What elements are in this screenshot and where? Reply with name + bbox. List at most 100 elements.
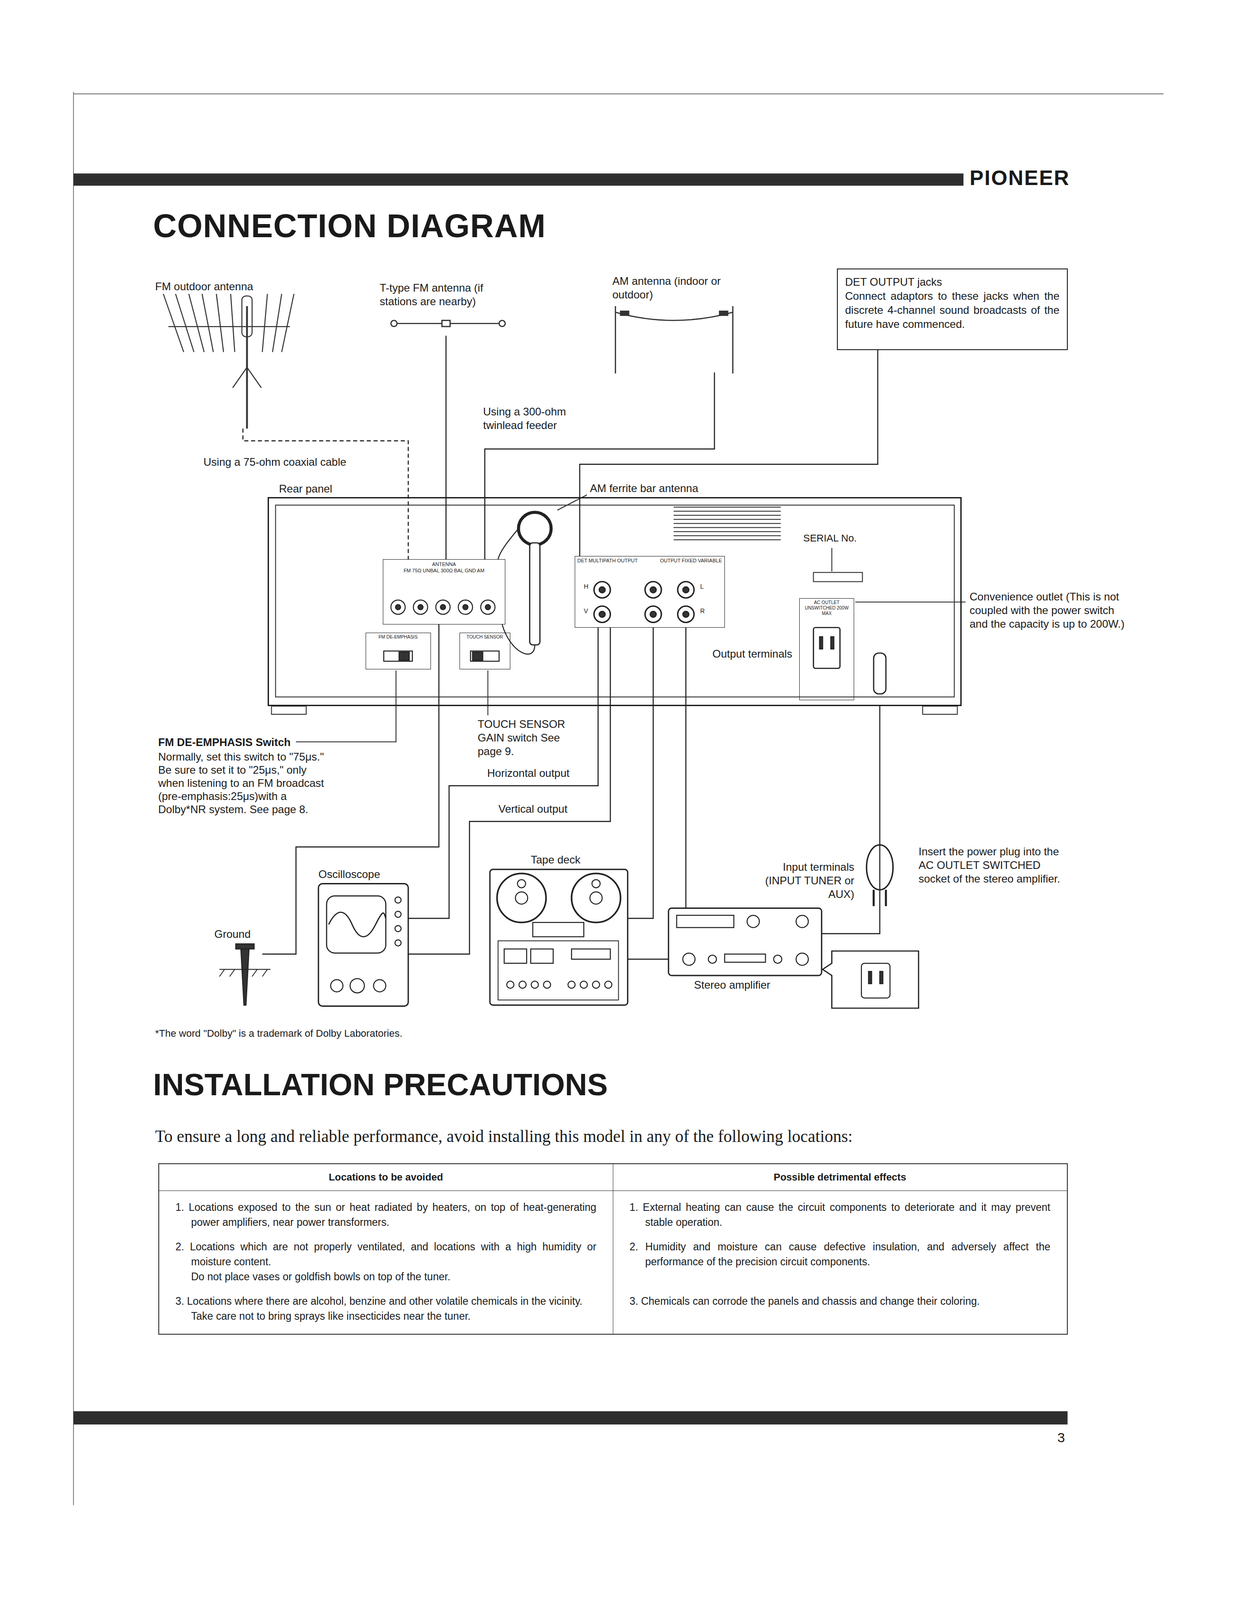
am-antenna-drawing-part (620, 311, 629, 316)
amplifier-drawing-part (668, 908, 822, 977)
t-antenna-drawing-part (391, 320, 398, 328)
tape-deck-drawing-part (504, 949, 528, 964)
panel-terminals-part (435, 600, 451, 615)
panel-terminals-part (440, 604, 446, 610)
table-row: 1. Locations exposed to the sun or heat … (159, 1191, 1067, 1236)
rear-panel: Rear panelANTENNAFM 75Ω UNBAL 300Ω BAL G… (267, 497, 962, 707)
yagi-antenna-drawing-part (281, 293, 294, 353)
panel-details (271, 505, 958, 715)
tape-deck-drawing-part (497, 873, 547, 923)
note: Convenience outlet (This is not coupled … (969, 590, 1134, 631)
oscilloscope: Oscilloscope (318, 884, 409, 1007)
section-heading: INSTALLATION PRECAUTIONS (153, 1067, 608, 1102)
jack-marking: H (583, 582, 589, 591)
tape-deck-drawing (489, 869, 628, 1006)
oscilloscope-drawing-part (328, 912, 387, 938)
panel-terminals-part (813, 627, 841, 669)
panel-terminals-part (650, 611, 657, 618)
panel-terminals-part (873, 653, 886, 695)
ground-rod-drawing-part (229, 969, 235, 978)
antenna-terminals: ANTENNAFM 75Ω UNBAL 300Ω BAL GND AM (382, 559, 506, 625)
yagi-antenna-drawing-part (262, 293, 268, 353)
table-cell: 2. Locations which are not properly vent… (159, 1235, 614, 1290)
yagi-antenna-drawing-part (232, 367, 248, 388)
panel-details-part (673, 518, 781, 520)
device-label: Ground (214, 927, 251, 942)
part-label: Input terminals (INPUT TUNER or AUX) (757, 860, 855, 902)
panel-details-part (271, 706, 307, 715)
touch-sensor-switch: TOUCH SENSOR (459, 632, 511, 670)
table-cell-text: Take care not to bring sprays like insec… (175, 1309, 597, 1325)
callout-text: Connect adaptors to these jacks when the… (845, 288, 1060, 332)
yagi-antenna-drawing-part (230, 293, 235, 353)
am-antenna-drawing-part (614, 306, 617, 374)
power-plug-drawing-part (872, 889, 876, 907)
table-cell-text: Do not place vases or goldfish bowls on … (175, 1269, 597, 1285)
device-label: Stereo amplifier (694, 978, 771, 993)
antenna-label: T-type FM antenna (if stations are nearb… (379, 281, 503, 309)
panel-terminals-part (413, 600, 428, 615)
panel-marking: DET MULTIPATH OUTPUT (577, 557, 638, 564)
am-antenna-drawing-part (719, 311, 728, 316)
leader-line-part (487, 670, 489, 716)
page-number: 3 (1057, 1431, 1066, 1445)
tape-deck-drawing-part (531, 981, 539, 989)
panel-details-part (673, 523, 781, 524)
panel-marking: FM DE-EMPHASIS (367, 634, 430, 641)
device-label: Oscilloscope (318, 867, 381, 882)
panel-terminals-part (599, 611, 606, 618)
tape-deck-drawing-part (498, 941, 619, 1001)
ferrite-bar-antenna-part (529, 542, 541, 646)
t-antenna-drawing (391, 320, 506, 328)
amplifier-drawing-part (676, 915, 734, 928)
t-antenna-drawing-part (498, 320, 506, 328)
panel-marking: FM 75Ω UNBAL 300Ω BAL GND AM (384, 567, 504, 574)
power-plug-drawing-part (868, 971, 872, 984)
panel-marking: OUTPUT FIXED VARIABLE (660, 557, 723, 564)
diagram-title: CONNECTION DIAGRAM (153, 209, 547, 244)
ground-rod-drawing-part (219, 969, 225, 978)
cable-line (627, 627, 654, 919)
ground-rod: Ground (229, 943, 263, 1008)
ferrite-bar-antenna-part (498, 528, 519, 560)
panel-details-part (673, 539, 781, 541)
jack-marking: R (700, 607, 705, 615)
fm-outdoor-antenna: FM outdoor antenna (153, 296, 297, 430)
panel-details-part (922, 706, 958, 715)
table-cell: 3. Locations where there are alcohol, be… (159, 1289, 614, 1335)
table-cell: Possible detrimental effects (613, 1164, 1067, 1191)
table-cell-text: 2. Locations which are not properly vent… (175, 1239, 597, 1271)
am-antenna-drawing-part (615, 312, 734, 321)
tape-deck-drawing-part (591, 880, 601, 889)
tape-deck-drawing-part (532, 922, 585, 938)
am-antenna: AM antenna (indoor or outdoor) (612, 304, 735, 373)
panel-details-part (673, 506, 781, 508)
note: Normally, set this switch to "75μs." Be … (158, 750, 330, 817)
yagi-antenna-drawing-part (247, 367, 262, 388)
panel-terminals-part (458, 600, 473, 615)
tape-deck-drawing-part (489, 869, 628, 1006)
page-edge (73, 92, 1164, 1506)
footer-bar (73, 1411, 1068, 1425)
amplifier-drawing-part (796, 915, 809, 928)
page-edge-part (73, 92, 74, 1506)
panel-marking: AC OUTLET UNSWITCHED 200W MAX (801, 600, 853, 617)
amplifier-drawing-part (724, 954, 766, 963)
power-plug-drawing-part (880, 971, 884, 984)
table-row: Locations to be avoidedPossible detrimen… (159, 1164, 1067, 1192)
panel-terminals-part (399, 652, 410, 661)
amplifier-drawing (668, 908, 822, 977)
ground-rod-drawing-part (252, 969, 258, 978)
output-jacks: DET MULTIPATH OUTPUT OUTPUT FIXED VARIABL… (574, 556, 725, 628)
cable-label: Vertical output (497, 802, 569, 817)
part-label: SERIAL No. (803, 531, 857, 546)
yagi-antenna-drawing-part (188, 293, 205, 353)
tape-deck-drawing-part (592, 981, 600, 989)
leader-line-part (296, 670, 397, 743)
tape-deck-drawing-part (567, 981, 576, 989)
brand-logo: PIONEER (969, 167, 1071, 189)
panel-terminals-part (391, 600, 406, 615)
cable-line (445, 335, 447, 560)
panel-terminals-part (395, 604, 401, 610)
page-edge-part (73, 93, 1164, 95)
